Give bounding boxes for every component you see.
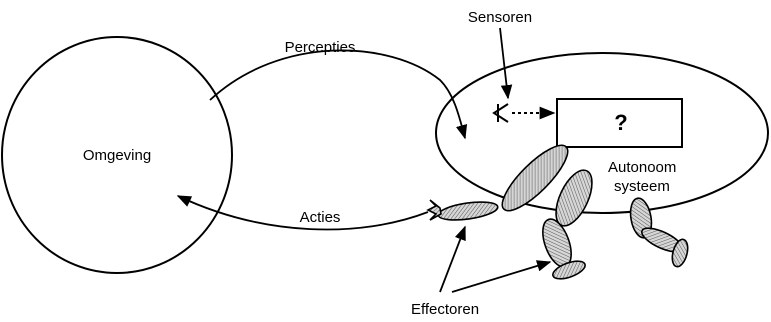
eye-icon: [494, 104, 508, 122]
effector-arrow-arm: [440, 227, 465, 292]
autonomous-system-label-line1: Autonoom: [608, 159, 676, 176]
effectors-label: Effectoren: [411, 301, 479, 318]
perceptions-arrow: [210, 50, 465, 138]
autonomous-system-label-line2: systeem: [614, 178, 670, 195]
actions-label: Acties: [300, 209, 341, 226]
perceptions-label: Percepties: [285, 39, 356, 56]
sensors-label: Sensoren: [468, 9, 532, 26]
autonomous-system-ellipse: [436, 53, 768, 213]
sensors-arrow: [500, 28, 508, 98]
environment-label: Omgeving: [83, 147, 151, 164]
effector-arrow-leg: [452, 262, 550, 292]
question-mark: ?: [614, 110, 627, 135]
